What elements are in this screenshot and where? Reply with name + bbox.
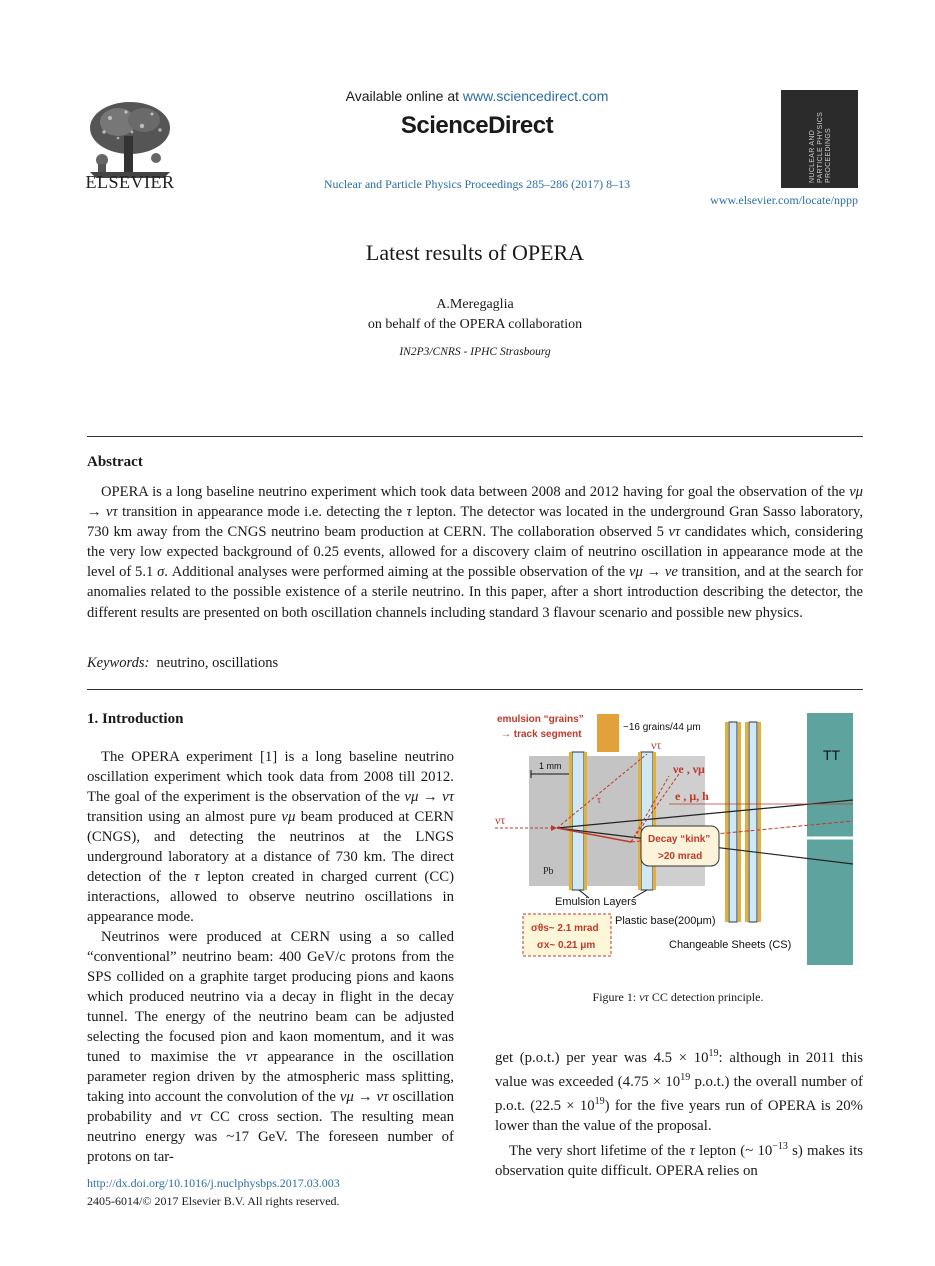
abstract-heading: Abstract	[87, 454, 143, 470]
intro-paragraph-3: get (p.o.t.) per year was 4.5 × 1019: al…	[495, 1048, 863, 1135]
figure-1-caption: Figure 1: ντ CC detection principle.	[592, 990, 764, 1004]
available-prefix: Available online at	[345, 88, 463, 104]
collaboration: on behalf of the OPERA collaboration	[367, 317, 583, 332]
sigma-x-label: σx~ 0.21 μm	[537, 940, 595, 951]
intro-paragraph-2: Neutrinos were produced at CERN using a …	[87, 929, 455, 1165]
nu-tau-incoming: ντ	[495, 813, 505, 827]
kink-angle-label: >20 mrad	[658, 851, 702, 862]
changeable-sheet-1	[728, 721, 738, 923]
tt-label: TT	[823, 747, 841, 763]
cover-title: NUCLEAR AND PARTICLE PHYSICS PROCEEDINGS	[809, 111, 832, 183]
grain-density-label: ~16 grains/44 μm	[623, 722, 701, 733]
nu-tau-top-label: ντ	[651, 738, 661, 752]
divider-top	[87, 436, 863, 437]
grains-swatch	[597, 714, 619, 752]
tau-label: τ	[597, 795, 601, 806]
resolution-box	[522, 913, 612, 957]
affiliation: IN2P3/CNRS - IPHC Strasbourg	[399, 346, 551, 358]
article-title: Latest results of OPERA	[365, 240, 585, 265]
scale-label: 1 mm	[539, 761, 562, 771]
author-name: A.Meregaglia	[436, 297, 514, 312]
emulsion-layer-2	[640, 751, 654, 891]
decay-kink-box	[640, 825, 720, 867]
track-label: → track segment	[501, 729, 582, 740]
elsevier-tree-logo	[90, 102, 170, 178]
doi-link[interactable]: http://dx.doi.org/10.1016/j.nuclphysbps.…	[87, 1176, 340, 1190]
e-mu-h-label: e , μ, h	[675, 789, 709, 803]
changeable-sheet-2	[748, 721, 758, 923]
right-column: get (p.o.t.) per year was 4.5 × 1019: al…	[495, 1044, 863, 1181]
decay-kink-label: Decay “kink”	[648, 834, 710, 845]
nu-e-mu-label: νe , νμ	[672, 762, 705, 776]
pb-label: Pb	[543, 866, 554, 877]
available-online: Available online at www.sciencedirect.co…	[270, 88, 684, 104]
keywords-values: neutrino, oscillations	[156, 655, 279, 671]
emulsion-layers-label: Emulsion Layers	[555, 896, 637, 908]
plastic-base-label: Plastic base(200μm)	[615, 915, 716, 927]
sciencedirect-link[interactable]: www.sciencedirect.com	[462, 88, 609, 104]
section-heading: 1. Introduction	[87, 711, 184, 727]
left-column: The OPERA experiment [1] is a long basel…	[87, 747, 454, 1167]
divider-bottom	[87, 689, 863, 690]
copyright: 2405-6014/© 2017 Elsevier B.V. All right…	[87, 1194, 340, 1208]
emulsion-layer-1	[571, 751, 585, 891]
journal-homepage-link[interactable]: www.elsevier.com/locate/nppp	[710, 193, 858, 207]
publisher-wordmark: ELSEVIER	[85, 172, 175, 192]
intro-paragraph-1: The OPERA experiment [1] is a long basel…	[87, 749, 455, 925]
keywords-label: Keywords:	[87, 655, 150, 671]
grains-label: emulsion “grains”	[497, 714, 584, 725]
journal-cover: NUCLEAR AND PARTICLE PHYSICS PROCEEDINGS	[781, 90, 858, 188]
sciencedirect-wordmark: ScienceDirect	[400, 112, 554, 139]
cs-label: Changeable Sheets (CS)	[669, 939, 791, 951]
keywords: Keywords: neutrino, oscillations	[87, 655, 278, 672]
figure-1-detection-principle: TT 1 mm emulsion “grains” → track segmen…	[495, 713, 854, 965]
abstract-text: OPERA is a long baseline neutrino experi…	[87, 484, 863, 621]
journal-citation[interactable]: Nuclear and Particle Physics Proceedings…	[323, 177, 631, 191]
sigma-theta-label: σθs~ 2.1 mrad	[531, 923, 599, 934]
intro-paragraph-4: The very short lifetime of the τ lepton …	[495, 1140, 863, 1179]
